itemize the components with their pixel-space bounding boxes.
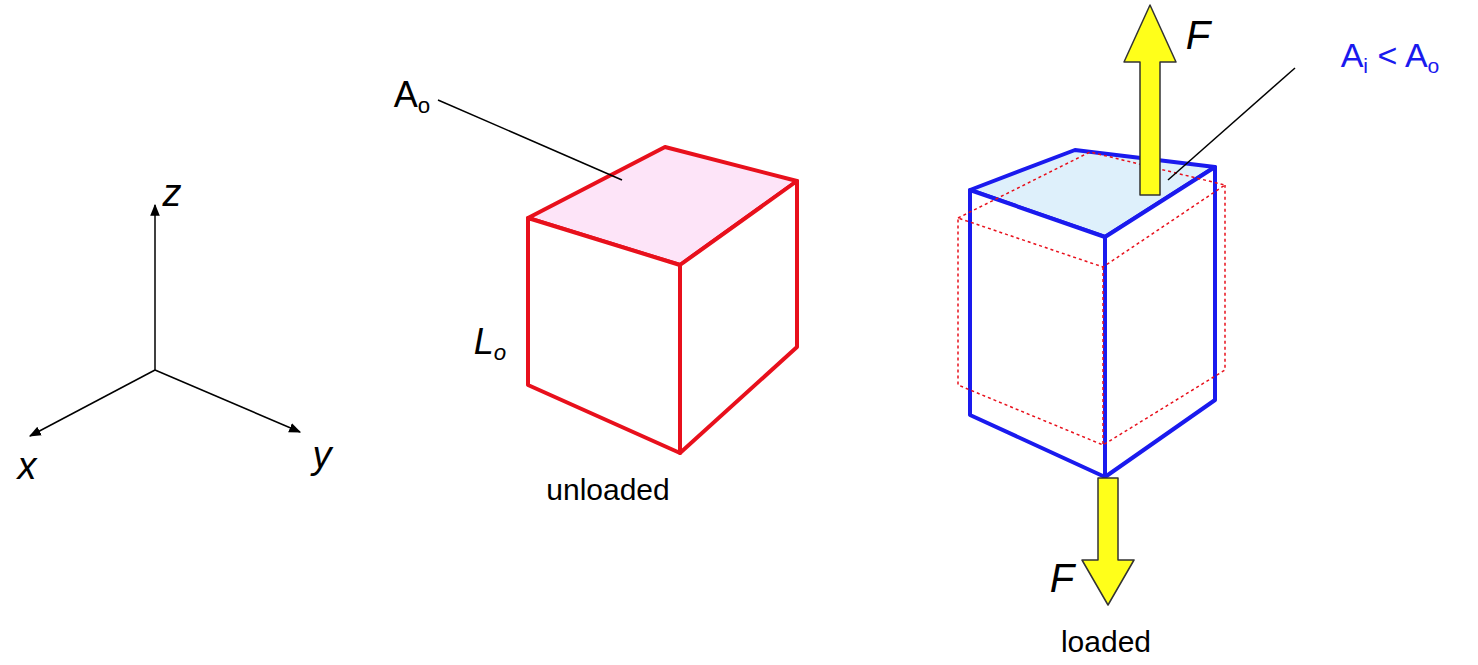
axes — [30, 205, 300, 436]
area-label: Ao — [394, 77, 430, 113]
loaded-cube — [958, 150, 1225, 477]
force-label: F — [1186, 15, 1210, 55]
unloaded-cube — [528, 147, 797, 453]
area-label: Ai < Ao — [1341, 38, 1440, 72]
leader-line — [438, 100, 622, 180]
axis-label: y — [313, 436, 332, 474]
length-label: Lo — [474, 324, 506, 360]
axis-label: z — [163, 174, 182, 212]
force-arrows — [1082, 5, 1176, 605]
state-label: loaded — [1061, 627, 1151, 657]
state-label: unloaded — [546, 475, 669, 505]
axis-label: x — [18, 447, 37, 485]
leader-line — [1168, 68, 1295, 180]
force-label: F — [1050, 558, 1074, 598]
